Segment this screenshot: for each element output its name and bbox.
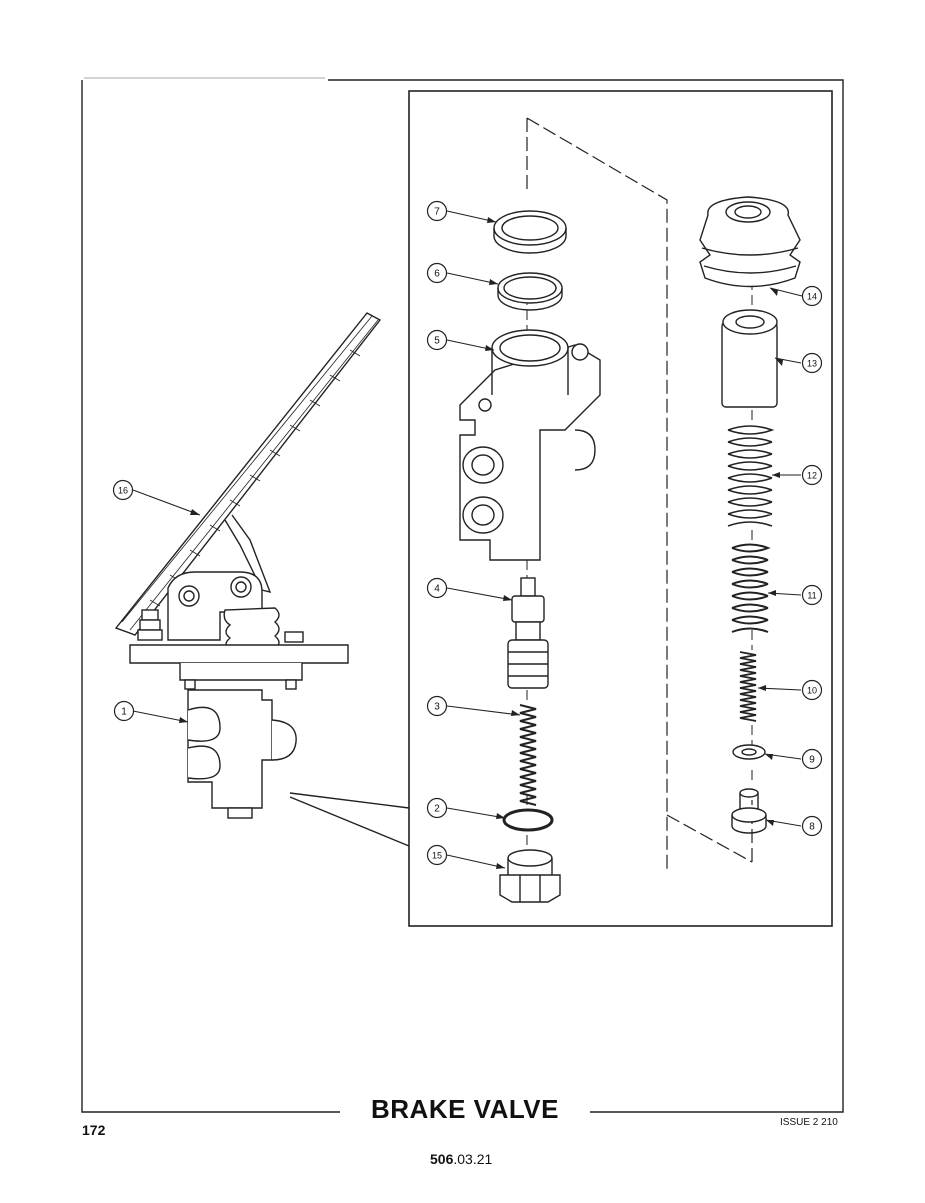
part-10-spring — [739, 651, 757, 722]
section-reference-rest: .03.21 — [453, 1151, 493, 1167]
callout-label: 8 — [809, 822, 815, 833]
part-9-washer — [732, 744, 766, 760]
callout-label: 3 — [434, 702, 440, 713]
part-5-valve-body — [459, 329, 601, 561]
callout-label: 4 — [434, 584, 440, 595]
callout-circle — [426, 262, 448, 284]
callout-label: 1 — [121, 707, 127, 718]
callout-label: 13 — [807, 359, 817, 369]
callout-label: 9 — [809, 755, 815, 766]
callout-11: 11 — [801, 584, 823, 606]
detail-leader-lines — [289, 792, 410, 847]
part-14-boot — [699, 196, 801, 288]
part-15-plug — [499, 849, 561, 903]
callout-label: 2 — [434, 804, 440, 815]
part-8-plunger — [731, 788, 767, 834]
callout-5: 5 — [426, 329, 448, 351]
callout-circle — [113, 700, 135, 722]
callout-3: 3 — [426, 695, 448, 717]
section-reference-bold: 506 — [430, 1151, 454, 1167]
page-number: 172 — [82, 1122, 106, 1138]
callout-15: 15 — [426, 844, 448, 866]
assembly-axis-line — [526, 117, 753, 870]
callout-circle — [426, 695, 448, 717]
part-11-spring — [731, 543, 771, 633]
callout-circle — [426, 200, 448, 222]
callout-label: 10 — [807, 686, 817, 696]
callout-7: 7 — [426, 200, 448, 222]
callout-circle — [801, 584, 823, 606]
callout-1: 1 — [113, 700, 135, 722]
callout-9: 9 — [801, 748, 823, 770]
callout-14: 14 — [801, 285, 823, 307]
callout-circle — [112, 479, 134, 501]
section-reference: 506.03.21 — [430, 1151, 492, 1167]
callout-circle — [426, 577, 448, 599]
callout-label: 16 — [118, 486, 128, 496]
callout-circle — [426, 844, 448, 866]
exploded-view-box — [408, 90, 833, 927]
callout-label: 5 — [434, 336, 440, 347]
callout-label: 15 — [432, 851, 442, 861]
part-4-piston — [507, 577, 549, 689]
callout-12: 12 — [801, 464, 823, 486]
part-12-spring — [727, 425, 775, 527]
callout-label: 6 — [434, 269, 440, 280]
callout-circle — [801, 464, 823, 486]
part-3-spring — [519, 704, 537, 806]
page-title: BRAKE VALVE — [340, 1094, 590, 1125]
part-2-o-ring — [502, 808, 554, 832]
callout-13: 13 — [801, 352, 823, 374]
part-13-sleeve — [721, 309, 778, 408]
outer-frame — [81, 77, 844, 1113]
callout-8: 8 — [801, 815, 823, 837]
callout-4: 4 — [426, 577, 448, 599]
callout-circle — [801, 815, 823, 837]
callouts — [132, 210, 803, 869]
callout-circle — [801, 679, 823, 701]
callout-circle — [801, 352, 823, 374]
part-7-seal — [493, 210, 567, 254]
callout-label: 11 — [807, 591, 816, 601]
callout-circle — [426, 797, 448, 819]
callout-label: 12 — [807, 471, 817, 481]
callout-6: 6 — [426, 262, 448, 284]
callout-circle — [426, 329, 448, 351]
callout-label: 7 — [434, 207, 440, 218]
pedal-assembly — [114, 312, 382, 819]
callout-10: 10 — [801, 679, 823, 701]
callout-label: 14 — [807, 292, 817, 302]
callout-16: 16 — [112, 479, 134, 501]
part-6-ring — [497, 272, 563, 311]
callout-circle — [801, 748, 823, 770]
callout-2: 2 — [426, 797, 448, 819]
callout-circle — [801, 285, 823, 307]
issue-label: ISSUE 2 210 — [780, 1117, 838, 1128]
